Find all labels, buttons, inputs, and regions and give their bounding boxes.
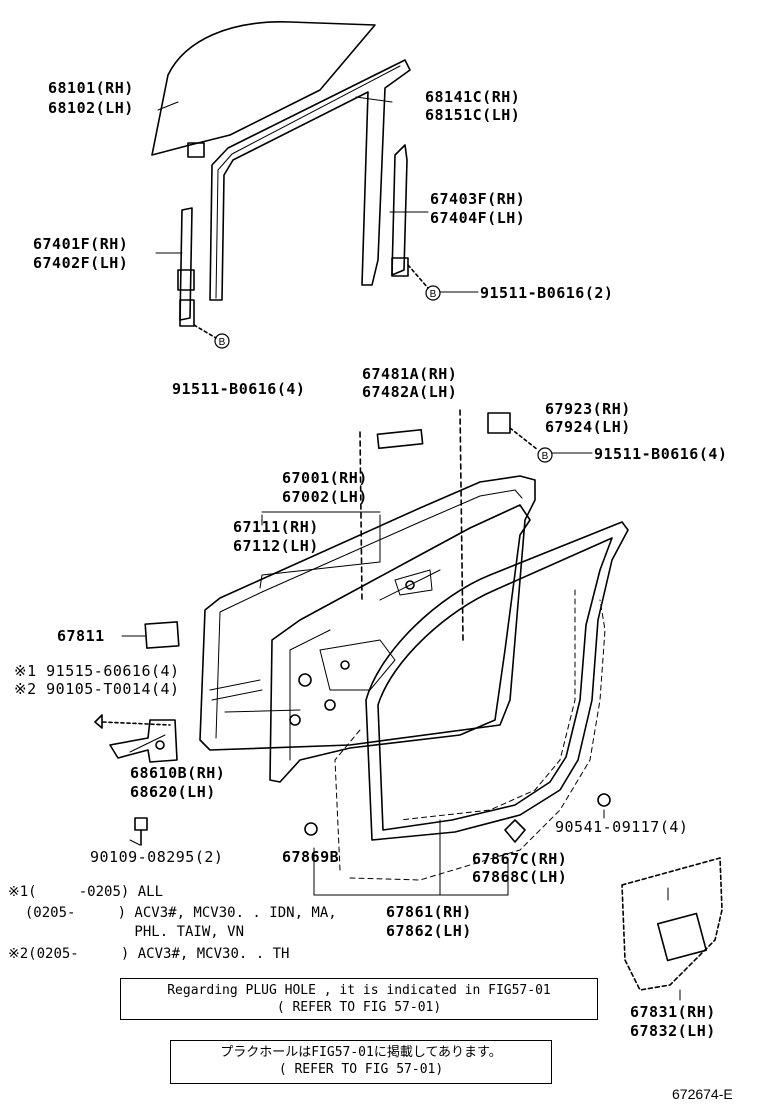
reference-box-english: Regarding PLUG HOLE , it is indicated in…	[120, 978, 598, 1020]
label-bolt-91511-top: 91511-B0616(2)	[480, 284, 614, 302]
label-68101: 68101(RH)	[48, 79, 134, 97]
reference-jp-line2: ( REFER TO FIG 57-01)	[278, 1062, 444, 1077]
hinge-bolt	[134, 817, 148, 831]
label-67401f: 67401F(RH)	[33, 235, 129, 253]
glass-bracket	[187, 142, 205, 158]
label-67924: 67924(LH)	[545, 418, 631, 436]
bolt-marker: B	[219, 337, 226, 348]
opening-trim	[334, 599, 606, 881]
reference-text-line2: ( REFER TO FIG 57-01)	[276, 1000, 442, 1015]
label-67001: 67001(RH)	[282, 469, 368, 487]
label-67112: 67112(LH)	[233, 537, 319, 555]
label-68610b: 68610B(RH)	[130, 764, 226, 782]
label-67861: 67861(RH)	[386, 903, 472, 921]
label-67481a: 67481A(RH)	[362, 365, 458, 383]
label-67868c: 67868C(LH)	[472, 868, 568, 886]
rear-bracket	[487, 412, 511, 434]
clip-67811	[144, 621, 180, 649]
bolt-marker: B	[430, 289, 437, 300]
label-68620: 68620(LH)	[130, 783, 216, 801]
label-90105: ※2 90105-T0014(4)	[14, 680, 180, 698]
label-68141c: 68141C(RH)	[425, 88, 521, 106]
label-bolt-91511-left: 91511-B0616(4)	[172, 380, 306, 398]
label-bolt-91511-mid: 91511-B0616(4)	[594, 445, 728, 463]
hole-cover-seal	[376, 428, 424, 450]
label-68151c: 68151C(LH)	[425, 106, 521, 124]
label-90541: 90541-09117(4)	[555, 818, 689, 836]
note-3: PHL. TAIW, VN	[8, 924, 245, 940]
label-67403f: 67403F(RH)	[430, 190, 526, 208]
label-67831: 67831(RH)	[630, 1003, 716, 1021]
label-67402f: 67402F(LH)	[33, 254, 129, 272]
label-67404f: 67404F(LH)	[430, 209, 526, 227]
door-weatherstrip	[365, 521, 629, 841]
label-67869b: 67869B	[282, 848, 340, 866]
label-91515: ※1 91515-60616(4)	[14, 662, 180, 680]
label-67111: 67111(RH)	[233, 518, 319, 536]
label-67482a: 67482A(LH)	[362, 383, 458, 401]
screw-90541	[597, 793, 611, 807]
bolt-marker: B	[542, 451, 549, 462]
label-67811: 67811	[57, 627, 105, 645]
door-glass	[151, 21, 376, 156]
clip-67869b	[304, 822, 318, 836]
door-inner-frame	[269, 504, 531, 783]
label-67867c: 67867C(RH)	[472, 850, 568, 868]
service-hole-cover	[621, 857, 723, 991]
note-4: ※2(0205- ) ACV3#, MCV30. . TH	[8, 946, 290, 962]
note-1: ※1( -0205) ALL	[8, 884, 164, 900]
note-2: (0205- ) ACV3#, MCV30. . IDN, MA,	[8, 905, 337, 921]
reference-box-japanese: プラクホールはFIG57-01に掲載してあります。 ( REFER TO FIG…	[170, 1040, 552, 1084]
label-90109: 90109-08295(2)	[90, 848, 224, 866]
reference-text-line1: Regarding PLUG HOLE , it is indicated in…	[167, 983, 551, 998]
label-67832: 67832(LH)	[630, 1022, 716, 1040]
label-67002: 67002(LH)	[282, 488, 368, 506]
clip-67867c	[504, 819, 526, 843]
door-hinge	[109, 719, 178, 763]
rear-channel	[391, 144, 408, 276]
figure-id: 672674-E	[672, 1086, 733, 1102]
front-channel	[179, 207, 193, 321]
label-67923: 67923(RH)	[545, 400, 631, 418]
label-68102: 68102(LH)	[48, 99, 134, 117]
glass-run	[209, 59, 411, 301]
label-67862: 67862(LH)	[386, 922, 472, 940]
reference-jp-line1: プラクホールはFIG57-01に掲載してあります。	[220, 1045, 502, 1060]
door-panel	[199, 475, 536, 751]
